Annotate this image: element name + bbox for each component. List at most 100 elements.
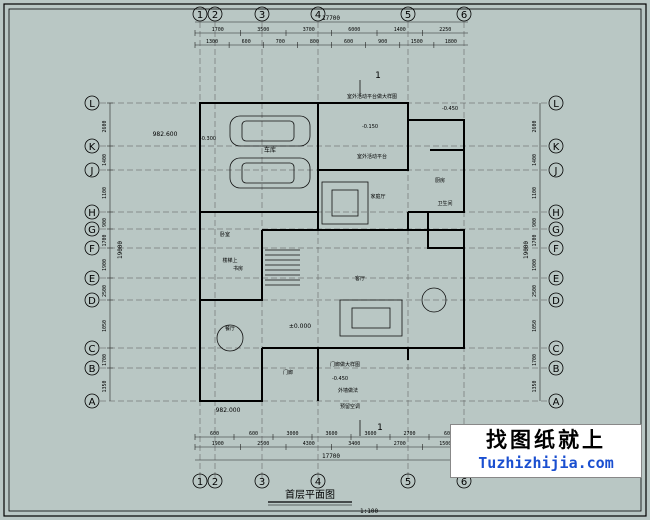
- furniture: [216, 80, 447, 436]
- dim-text-right: 1900: [532, 259, 538, 271]
- axis-bubble-col: [456, 6, 472, 22]
- section-mark-bottom: 1: [377, 423, 383, 433]
- axis-bubble-col: [400, 473, 416, 489]
- elev-top: 982.600: [153, 131, 178, 138]
- dim-text-left: 1700: [102, 234, 108, 246]
- axis-bubble-row: [548, 138, 564, 154]
- dim-text-bottom: 600: [249, 431, 258, 437]
- dim-text-bottom: 3400: [348, 441, 360, 447]
- dim-text-top: 1300: [206, 39, 218, 45]
- axis-label-row: G: [88, 225, 96, 236]
- room-bath: 卫生间: [437, 200, 452, 207]
- axis-bubble-row: [84, 221, 100, 237]
- dim-text-bottom: 3000: [286, 431, 298, 437]
- axis-label-col: 1: [197, 477, 203, 488]
- dim-text-top: 700: [276, 39, 285, 45]
- dim-text-right: 1700: [532, 234, 538, 246]
- dim-text-right: 2500: [532, 285, 538, 297]
- wall-segment: [318, 102, 409, 171]
- axis-bubble-row: [548, 240, 564, 256]
- axis-bubble-row: [84, 393, 100, 409]
- axis-bubble-col: [254, 6, 270, 22]
- dim-text-right: 1100: [532, 187, 538, 199]
- axis-bubble-row: [84, 292, 100, 308]
- dim-text-bottom: 4300: [303, 441, 315, 447]
- room-family: 家庭厅: [370, 193, 385, 200]
- wall-segment: [199, 300, 263, 402]
- axis-bubble-row: [84, 270, 100, 286]
- axis-label-row: H: [88, 208, 96, 219]
- car-cabin: [241, 162, 295, 184]
- room-bedroom: 卧室: [220, 231, 230, 238]
- wall-segment: [199, 102, 319, 213]
- axis-label-col: 5: [405, 10, 411, 21]
- axis-label-row: J: [90, 166, 94, 177]
- axis-label-col: 4: [315, 10, 321, 21]
- axis-bubble-row: [548, 204, 564, 220]
- dim-text-top: 3700: [303, 27, 315, 33]
- dim-text-left: 2600: [102, 120, 108, 132]
- axis-label-row: H: [552, 208, 560, 219]
- dim-text-right: 1350: [532, 380, 538, 392]
- axis-bubble-row: [84, 138, 100, 154]
- level-minus-300: -0.300: [200, 136, 216, 142]
- room-kitchen: 厨房: [435, 177, 445, 184]
- dim-text-right: 1700: [532, 354, 538, 366]
- dim-text-top: 1500: [411, 39, 423, 45]
- axis-bubble-row: [548, 340, 564, 356]
- dim-text-right: 1400: [532, 154, 538, 166]
- wall-segment: [427, 212, 464, 249]
- axis-label-row: B: [89, 364, 96, 375]
- dim-text-bottom: 2700: [403, 431, 415, 437]
- walls: [199, 102, 465, 402]
- axis-label-col: 6: [461, 477, 467, 488]
- watermark-en: Tuzhizhijia.com: [478, 454, 614, 472]
- frame-outer: [3, 3, 647, 517]
- dim-text-left: 1700: [102, 354, 108, 366]
- axis-label-row: F: [89, 244, 95, 255]
- axis-bubble-row: [84, 240, 100, 256]
- axis-bubble-row: [548, 221, 564, 237]
- wall-segment: [408, 119, 465, 213]
- dimension-lines: [107, 21, 541, 461]
- note-stair: 楼梯上: [222, 257, 237, 264]
- parlor-table: [351, 307, 391, 329]
- axis-bubble-row: [84, 95, 100, 111]
- level-minus-450: -0.450: [442, 106, 458, 112]
- dim-text-left: 1100: [102, 187, 108, 199]
- dim-text-top: 6000: [348, 27, 360, 33]
- level-minus-150: -0.150: [362, 124, 378, 130]
- axis-label-row: K: [553, 142, 560, 153]
- dim-text-top: 1700: [212, 27, 224, 33]
- dining-table-round: [421, 287, 447, 313]
- axis-bubble-row: [548, 292, 564, 308]
- dim-total-left: 19000: [117, 241, 124, 259]
- dim-text-top: 1800: [445, 39, 457, 45]
- dim-text-left: 1400: [102, 154, 108, 166]
- axis-label-col: 4: [315, 477, 321, 488]
- axis-label-col: 2: [212, 10, 218, 21]
- dim-text-right: 1050: [532, 320, 538, 332]
- drawing-scale: 1:100: [360, 508, 378, 515]
- dim-text-bottom: 1900: [212, 441, 224, 447]
- axis-label-col: 5: [405, 477, 411, 488]
- dim-text-bottom: 3600: [364, 431, 376, 437]
- dim-text-bottom: 1500: [439, 441, 451, 447]
- dim-text-top: 600: [344, 39, 353, 45]
- elev-bottom: 982.000: [216, 407, 241, 414]
- axis-label-col: 3: [259, 10, 265, 21]
- axis-label-row: B: [553, 364, 560, 375]
- room-outdoor-platform: 室外活动平台: [357, 153, 387, 160]
- grid-lines: [100, 22, 548, 478]
- axis-bubble-row: [548, 162, 564, 178]
- dim-text-right: 2600: [532, 120, 538, 132]
- dim-text-top: 600: [242, 39, 251, 45]
- axis-bubble-col: [254, 473, 270, 489]
- wall-segment: [317, 170, 408, 231]
- wall-segment: [199, 212, 263, 301]
- axis-label-row: G: [552, 225, 560, 236]
- level-minus-450-entry: -0.450: [332, 376, 348, 382]
- dim-total-top: 17700: [322, 15, 340, 22]
- sofa-outline: [321, 181, 369, 225]
